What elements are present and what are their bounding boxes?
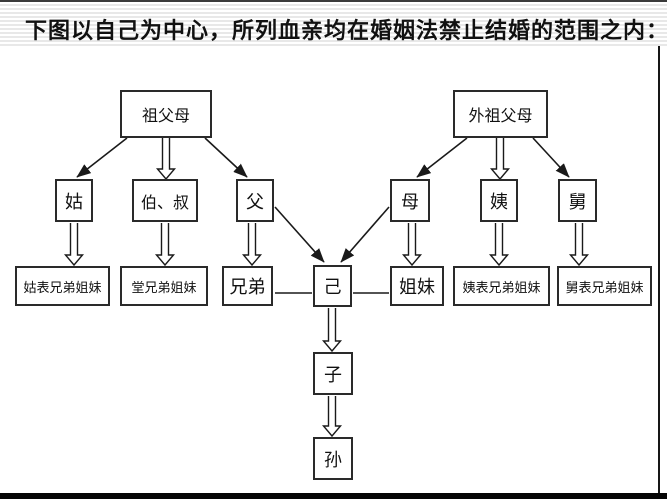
node-tangxiongdi: 堂兄弟姐妹: [120, 266, 208, 306]
node-jiemei: 姐妹: [390, 266, 444, 306]
page-title: 下图以自己为中心，所列血亲均在婚姻法禁止结婚的范围之内：: [25, 18, 667, 43]
node-yi: 姨: [480, 179, 518, 222]
node-fu: 父: [236, 179, 274, 222]
node-ji: 己: [313, 265, 352, 307]
node-zi: 子: [313, 352, 353, 395]
node-xiongdi: 兄弟: [222, 266, 273, 306]
node-gubiao: 姑表兄弟姐妹: [15, 266, 110, 306]
node-sun: 孙: [313, 437, 353, 480]
node-mu: 母: [390, 179, 430, 222]
node-jiu: 舅: [558, 179, 597, 222]
node-waizufumu: 外祖父母: [453, 90, 548, 138]
node-zufumu: 祖父母: [120, 90, 212, 138]
title-band: 下图以自己为中心，所列血亲均在婚姻法禁止结婚的范围之内：: [0, 0, 667, 46]
bottom-bar: [0, 493, 667, 499]
node-boshu: 伯、叔: [132, 179, 198, 222]
node-jiubiao: 舅表兄弟姐妹: [557, 266, 652, 306]
node-gu: 姑: [55, 179, 93, 222]
node-yibiao: 姨表兄弟姐妹: [453, 266, 550, 306]
